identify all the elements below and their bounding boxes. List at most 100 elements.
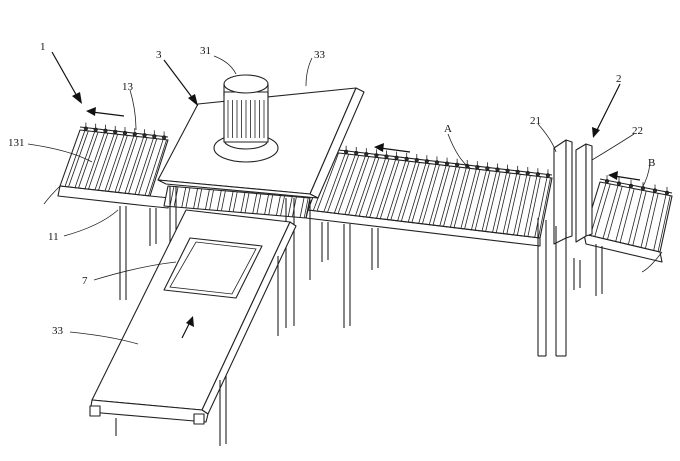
gate-post-left-side xyxy=(565,139,573,239)
main-rollers-roller xyxy=(502,173,518,234)
flow-arrow-up-head xyxy=(186,316,194,327)
mid-rollers-roller-edge xyxy=(244,192,250,213)
left-rollers-roller xyxy=(144,139,164,196)
main-conveyor xyxy=(305,144,553,328)
mid-rollers-roller xyxy=(193,188,198,209)
pointer-1-head xyxy=(72,92,82,104)
main-rollers-roller xyxy=(407,163,427,223)
mid-rollers-roller-edge xyxy=(185,187,191,208)
mid-rollers-roller xyxy=(252,193,258,214)
leader-11 xyxy=(63,209,119,237)
mid-rollers-roller-edge xyxy=(209,189,214,210)
right-rollers-roller-edge xyxy=(607,186,623,240)
label-21: 21 xyxy=(530,115,541,127)
main-rollers-roller-edge xyxy=(453,168,471,228)
main-rollers-roller xyxy=(386,160,407,220)
leader-31 xyxy=(213,55,237,75)
mid-rollers-roller-edge xyxy=(303,197,309,218)
right-rollers-roller xyxy=(627,190,643,245)
label-7: 7 xyxy=(82,275,88,287)
mid-rollers-roller xyxy=(228,191,234,212)
flow-arrow-right xyxy=(613,175,641,181)
board-end-block-l xyxy=(89,405,101,417)
board-end-block-r xyxy=(193,413,205,425)
main-rollers-roller xyxy=(376,159,396,219)
right-conveyor-frame xyxy=(583,233,663,263)
main-rollers-roller xyxy=(449,167,467,228)
main-rollers-roller-edge xyxy=(327,154,350,213)
pointer-2 xyxy=(595,83,621,133)
main-rollers-roller xyxy=(523,176,538,237)
right-rollers-roller xyxy=(602,185,619,239)
label-11: 11 xyxy=(48,231,59,243)
leader-7 xyxy=(93,261,177,281)
leader-B xyxy=(641,163,651,189)
left-rollers-roller-edge xyxy=(108,135,128,192)
label-3: 3 xyxy=(156,49,162,61)
gate-assembly xyxy=(537,139,593,357)
mid-rollers-roller xyxy=(276,195,281,216)
right-rollers-roller xyxy=(589,183,607,236)
main-rollers-roller-edge xyxy=(400,162,420,222)
flow-arrow-left-head xyxy=(86,107,96,116)
mid-rollers-roller-edge xyxy=(220,190,226,211)
main-rollers-roller xyxy=(428,165,447,225)
main-rollers-chain xyxy=(329,148,553,176)
main-rollers-roller-edge xyxy=(538,177,551,238)
mid-rollers-roller xyxy=(216,190,222,211)
main-rollers-roller xyxy=(513,174,528,235)
left-break-line xyxy=(43,185,61,205)
main-rollers-roller xyxy=(471,170,487,230)
main-rollers xyxy=(312,144,553,238)
left-rollers-roller xyxy=(64,130,86,187)
left-rollers-roller-edge xyxy=(68,130,89,188)
mid-rollers-roller xyxy=(205,189,210,210)
leader-131 xyxy=(27,143,93,163)
label-2: 2 xyxy=(616,73,622,85)
inclined-board xyxy=(89,209,297,446)
flow-arrow-left xyxy=(91,111,125,117)
board-window-inner xyxy=(169,241,257,295)
gate-post-right-side xyxy=(585,143,593,237)
left-conveyor xyxy=(43,122,171,300)
motor xyxy=(213,74,279,163)
leader-13 xyxy=(129,89,137,131)
leader-lines xyxy=(27,55,651,345)
left-rollers-roller-edge xyxy=(118,136,138,193)
transfer-platform xyxy=(157,87,365,328)
pointer-3 xyxy=(163,59,195,101)
main-rollers-roller xyxy=(534,177,548,238)
right-break-line xyxy=(641,251,663,273)
main-rollers-roller-edge xyxy=(506,174,521,235)
main-rollers-roller xyxy=(397,161,417,221)
left-rollers-roller xyxy=(74,131,96,188)
mid-rollers-roller xyxy=(299,197,305,218)
main-rollers-roller xyxy=(492,172,507,233)
label-31: 31 xyxy=(200,45,211,57)
right-conveyor-bed xyxy=(583,181,673,253)
label-33-top: 33 xyxy=(314,49,326,61)
main-rollers-roller-edge xyxy=(358,157,380,217)
leader-21 xyxy=(537,123,557,153)
main-rollers-roller xyxy=(439,166,457,227)
motor-top-cap xyxy=(223,74,269,94)
right-rollers-roller-edge xyxy=(619,188,635,243)
label-1: 1 xyxy=(40,41,46,53)
main-rollers-roller-edge xyxy=(316,152,339,212)
right-rollers-roller-edge xyxy=(632,190,647,246)
mid-rollers-roller xyxy=(287,196,293,217)
right-rollers-roller xyxy=(615,187,631,242)
mid-rollers-roller xyxy=(264,194,269,215)
left-rollers-roller-edge xyxy=(88,133,109,190)
mid-rollers-roller-edge xyxy=(280,195,285,216)
mid-rollers-roller-edge xyxy=(232,191,238,212)
main-rollers-roller-edge xyxy=(422,164,440,224)
left-rollers-roller xyxy=(134,138,154,195)
main-rollers-roller xyxy=(365,158,386,218)
main-rollers-roller xyxy=(481,171,497,232)
pointer-2-head xyxy=(592,127,600,138)
main-rollers-roller-edge xyxy=(495,173,511,233)
left-conveyor-frame xyxy=(57,185,171,209)
left-rollers-chain xyxy=(79,126,169,138)
